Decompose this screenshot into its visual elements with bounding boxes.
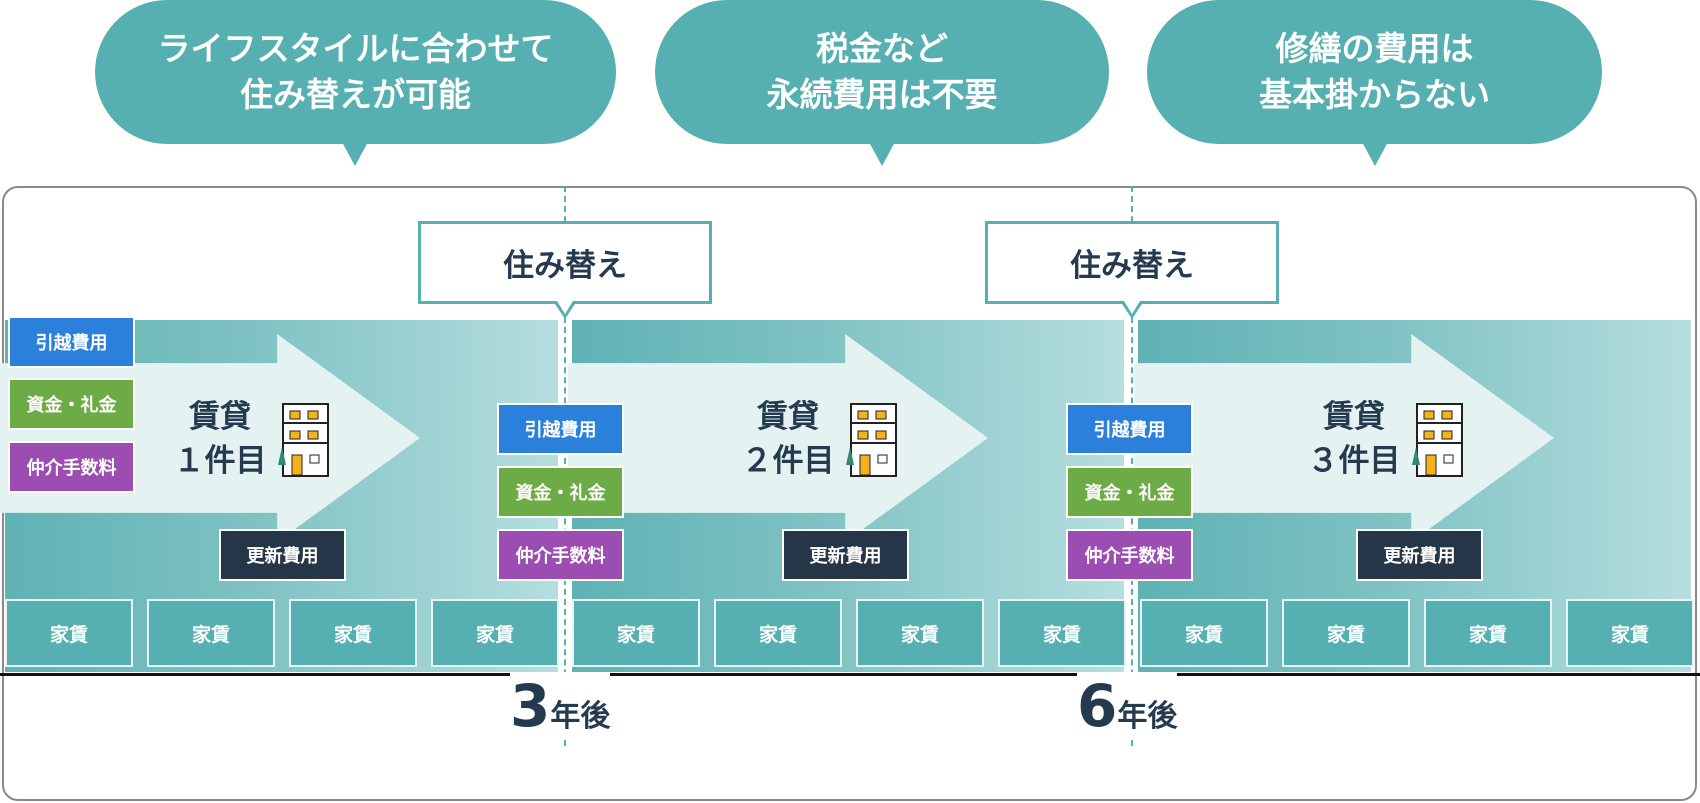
move-callout: 住み替え: [418, 221, 712, 319]
bubble-text: ライフスタイルに合わせて: [157, 29, 554, 68]
rent-box: 家賃: [1282, 599, 1410, 667]
tag-renewal-fee: 更新費用: [782, 529, 909, 581]
bubble-text: 税金など: [816, 29, 948, 68]
tag-agent-fee: 仲介手数料: [8, 441, 135, 493]
rent-box: 家賃: [431, 599, 559, 667]
rent-box: 家賃: [147, 599, 275, 667]
speech-bubble-lifestyle: ライフスタイルに合わせて住み替えが可能: [95, 0, 616, 166]
move-label: 住み替え: [1070, 248, 1194, 284]
rent-box: 家賃: [5, 599, 133, 667]
tag-moving-cost: 引越費用: [497, 403, 624, 455]
apartment-icon: [278, 403, 329, 477]
tag-deposit: 資金・礼金: [1066, 466, 1193, 518]
tag-deposit: 資金・礼金: [497, 466, 624, 518]
rent-box: 家賃: [856, 599, 984, 667]
rent-box: 家賃: [1140, 599, 1268, 667]
speech-bubble-taxes: 税金など永続費用は不要: [655, 0, 1109, 166]
tag-moving-cost: 引越費用: [8, 316, 135, 368]
rent-box: 家賃: [714, 599, 842, 667]
move-label: 住み替え: [503, 248, 627, 284]
bubble-text: 修繕の費用は: [1275, 29, 1474, 68]
tag-renewal-fee: 更新費用: [219, 529, 346, 581]
move-callout: 住み替え: [985, 221, 1279, 319]
rent-box: 家賃: [1424, 599, 1552, 667]
rent-box: 家賃: [998, 599, 1126, 667]
apartment-icon: [1412, 403, 1463, 477]
apartment-icon: [846, 403, 897, 477]
year-marker-3: 3年後: [510, 672, 611, 740]
bubble-text: 永続費用は不要: [766, 75, 998, 114]
speech-bubble-repairs: 修繕の費用は基本掛からない: [1147, 0, 1602, 166]
bubble-text: 基本掛からない: [1259, 75, 1490, 114]
tag-agent-fee: 仲介手数料: [497, 529, 624, 581]
tag-deposit: 資金・礼金: [8, 378, 135, 430]
timeline-axis: [0, 673, 1700, 676]
tag-renewal-fee: 更新費用: [1356, 529, 1483, 581]
rent-box: 家賃: [572, 599, 700, 667]
rent-box: 家賃: [289, 599, 417, 667]
bubble-text: 住み替えが可能: [240, 75, 471, 114]
year-marker-6: 6年後: [1077, 672, 1178, 740]
tag-moving-cost: 引越費用: [1066, 403, 1193, 455]
rent-box: 家賃: [1566, 599, 1694, 667]
tag-agent-fee: 仲介手数料: [1066, 529, 1193, 581]
